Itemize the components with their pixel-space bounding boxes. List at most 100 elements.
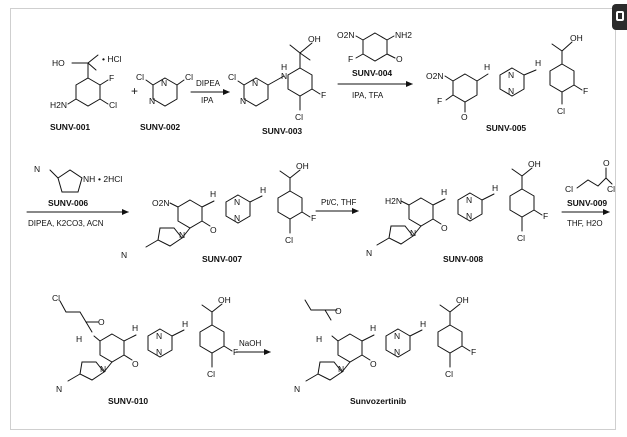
atom-f-001: F (109, 73, 114, 83)
atom-h2n-001: H2N (50, 100, 67, 110)
atom-oh-010: OH (218, 295, 231, 305)
label-sunv-002: SUNV-002 (140, 122, 180, 132)
atom-n-008a: N (366, 248, 372, 258)
atom-n-final-c: N (394, 331, 400, 341)
atom-cl-005: Cl (557, 106, 565, 116)
atom-cl-009a: Cl (565, 184, 573, 194)
atom-h-final-b: H (420, 319, 426, 329)
atom-n-008b: N (410, 228, 416, 238)
atom-o-final-b: O (370, 359, 377, 369)
atom-cl-007: Cl (285, 235, 293, 245)
atom-f-004: F (348, 54, 353, 64)
atom-f-final: F (471, 347, 476, 357)
atom-n-007d: N (234, 213, 240, 223)
structure-sunv-009: Cl O Cl (565, 158, 615, 194)
atom-h2n-008: H2N (385, 196, 402, 206)
atom-n-003a: N (252, 78, 258, 88)
atom-n-010d: N (156, 347, 162, 357)
reagent-step2-bottom: IPA, TFA (352, 91, 384, 100)
atom-cl-010a: Cl (52, 293, 60, 303)
atom-h-010b: H (182, 319, 188, 329)
atom-ho-001: HO (52, 58, 65, 68)
atom-cl-003a: Cl (228, 72, 236, 82)
atom-n-008d: N (466, 211, 472, 221)
atom-h-008a: H (441, 187, 447, 197)
atom-o-004: O (396, 54, 403, 64)
atom-o-008: O (441, 223, 448, 233)
reagent-step5-bottom: THF, H2O (567, 219, 603, 228)
atom-h-007a: H (210, 189, 216, 199)
atom-h-005a: H (484, 62, 490, 72)
structure-sunv-005: O2N F O H N N H OH F Cl (426, 33, 588, 122)
reagent-step1-bottom: IPA (201, 96, 214, 105)
atom-f-008: F (543, 211, 548, 221)
label-sunv-005: SUNV-005 (486, 123, 526, 133)
atom-f-003: F (321, 90, 326, 100)
label-sunvozertinib: Sunvozertinib (350, 396, 406, 406)
atom-o2n-004: O2N (337, 30, 354, 40)
atom-o-010b: O (132, 359, 139, 369)
atom-cl-final: Cl (445, 369, 453, 379)
atom-h-007b: H (260, 185, 266, 195)
atom-h-010a: H (132, 323, 138, 333)
atom-n-010c: N (156, 331, 162, 341)
structure-sunv-002: Cl Cl N N (136, 72, 193, 107)
reagent-step6-top: NaOH (239, 339, 261, 348)
copy-icon[interactable] (612, 4, 627, 30)
structure-sunvozertinib: O H N N O H N N H OH F Cl (294, 295, 476, 394)
atom-o-005: O (461, 112, 468, 122)
atom-h-final-a: H (370, 323, 376, 333)
atom-oh-final: OH (456, 295, 469, 305)
atom-n-007a: N (121, 250, 127, 260)
atom-hn-final: H (316, 334, 322, 344)
atom-n-003b: N (240, 96, 246, 106)
atom-f-005b: F (583, 86, 588, 96)
atom-o2n-007: O2N (152, 198, 169, 208)
structure-sunv-003: Cl N N N H OH F Cl (228, 34, 326, 122)
atom-cl-002a: Cl (136, 72, 144, 82)
atom-oh-008: OH (528, 159, 541, 169)
atom-o-010a: O (98, 317, 105, 327)
atom-n-005b: N (508, 86, 514, 96)
structure-sunv-010: Cl O H N N O H N N H OH F Cl (52, 293, 238, 394)
atom-hn-010: H (76, 334, 82, 344)
atom-oh-003: OH (308, 34, 321, 44)
label-sunv-009: SUNV-009 (567, 198, 607, 208)
structure-sunv-001: HO • HCl F Cl H2N (50, 54, 122, 110)
atom-nh-003: N (281, 71, 287, 81)
atom-h-008b: H (492, 183, 498, 193)
copy-glyph (616, 11, 624, 21)
structure-sunv-007: O2N N N O H N N H OH F Cl (121, 161, 316, 260)
atom-n-008c: N (466, 195, 472, 205)
label-sunv-003: SUNV-003 (262, 126, 302, 136)
structure-sunv-004: O2N NH2 F O (337, 30, 412, 64)
structure-sunv-008: H2N N N O H N N H OH F Cl (366, 159, 548, 258)
atom-f-005: F (437, 96, 442, 106)
atom-o-009: O (603, 158, 610, 168)
atom-n-final-b: N (338, 364, 344, 374)
atom-h-003: H (281, 62, 287, 72)
atom-cl-003b: Cl (295, 112, 303, 122)
atom-cl-001: Cl (109, 100, 117, 110)
label-sunv-008: SUNV-008 (443, 254, 483, 264)
atom-n-010a: N (56, 384, 62, 394)
label-sunv-007: SUNV-007 (202, 254, 242, 264)
reagent-step4-top: Pt/C, THF (321, 198, 357, 207)
reagent-step1-top: DIPEA (196, 79, 221, 88)
scheme-frame (10, 8, 616, 430)
atom-n-006: N (34, 164, 40, 174)
atom-n-002b: N (149, 96, 155, 106)
atom-cl-008: Cl (517, 233, 525, 243)
atom-n-002a: N (161, 78, 167, 88)
atom-n-007b: N (179, 230, 185, 240)
atom-n-005a: N (508, 70, 514, 80)
atom-nh2-004: NH2 (395, 30, 412, 40)
atom-n-010b: N (100, 364, 106, 374)
atom-n-007c: N (234, 197, 240, 207)
atom-cl-010b: Cl (207, 369, 215, 379)
atom-f-007: F (311, 213, 316, 223)
atom-n-final-d: N (394, 347, 400, 357)
atom-oh-005: OH (570, 33, 583, 43)
